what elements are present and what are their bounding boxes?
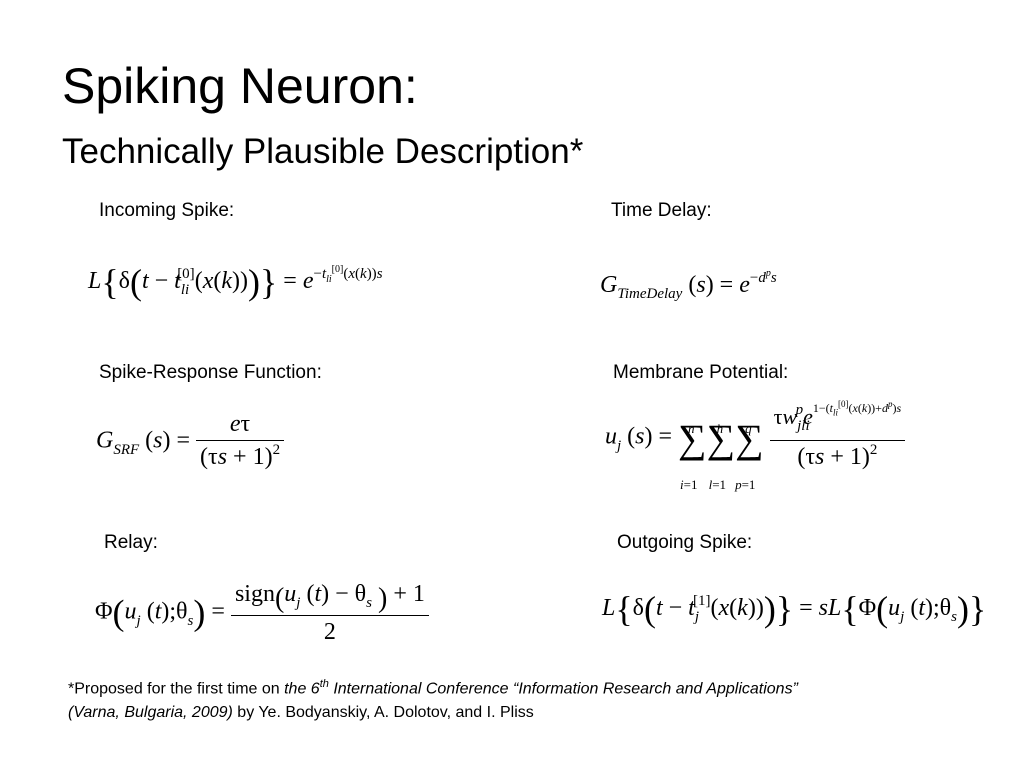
formula-relay: Φ(uj (t);θs) = sign(uj (t) − θs ) + 1 2 — [95, 580, 429, 646]
formula-incoming-spike: L{δ(t − tli[0](x(k)))} = e−tli[0](x(k))s — [88, 262, 383, 302]
relay-fraction: sign(uj (t) − θs ) + 1 2 — [230, 580, 429, 646]
label-incoming-spike: Incoming Spike: — [99, 200, 235, 221]
footnote-place: (Varna, Bulgaria, 2009) — [68, 704, 233, 722]
formula-spike-response-function: GSRF (s) = eτ (τs + 1)2 — [96, 410, 285, 474]
membrane-fraction: τwjlipe1−(tli[0](x(k))+dp)s (τs + 1)2 — [769, 399, 906, 474]
formula-time-delay: GTimeDelay (s) = e−dps — [600, 268, 777, 302]
footnote-the: the 6 — [284, 680, 320, 698]
label-membrane-potential: Membrane Potential: — [613, 362, 789, 383]
slide-subtitle: Technically Plausible Description* — [62, 132, 584, 171]
formula-outgoing-spike: L{δ(t − tj[1](x(k)))} = sL{Φ(uj (t);θs)} — [602, 589, 987, 629]
slide-title: Spiking Neuron: — [62, 58, 418, 114]
label-time-delay: Time Delay: — [611, 200, 712, 221]
footnote-conference: International Conference “Information Re… — [328, 680, 798, 698]
label-spike-response-function: Spike-Response Function: — [99, 362, 322, 383]
footnote-prefix: *Proposed for the first time on — [68, 680, 285, 698]
label-relay: Relay: — [104, 532, 158, 553]
srf-fraction: eτ (τs + 1)2 — [196, 410, 285, 474]
label-outgoing-spike: Outgoing Spike: — [617, 532, 753, 553]
footnote: *Proposed for the first time on the 6th … — [68, 672, 968, 725]
footnote-sup: th — [319, 678, 329, 690]
footnote-authors: by Ye. Bodyanskiy, A. Dolotov, and I. Pl… — [232, 704, 534, 722]
